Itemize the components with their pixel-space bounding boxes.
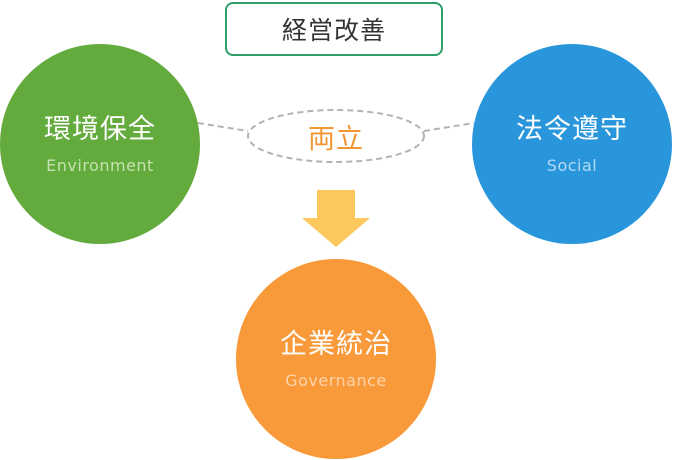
governance-sublabel: Governance	[285, 371, 387, 391]
social-label: 法令遵守	[516, 113, 628, 145]
governance-circle: 企業統治 Governance	[236, 259, 436, 459]
dashed-connector-left	[197, 122, 249, 132]
environment-sublabel: Environment	[46, 156, 154, 176]
balance-ellipse	[247, 109, 425, 163]
dashed-connector-right	[423, 122, 475, 132]
environment-circle: 環境保全 Environment	[0, 44, 200, 244]
title-label: 経営改善	[281, 16, 386, 45]
social-circle: 法令遵守 Social	[472, 44, 672, 244]
environment-label: 環境保全	[44, 113, 156, 145]
balance-label-area: 両立	[246, 110, 426, 162]
balance-label: 両立	[308, 123, 364, 155]
title-box: 経営改善	[225, 2, 443, 56]
social-sublabel: Social	[546, 156, 598, 176]
down-arrow-icon	[302, 190, 370, 247]
governance-label: 企業統治	[280, 328, 392, 360]
